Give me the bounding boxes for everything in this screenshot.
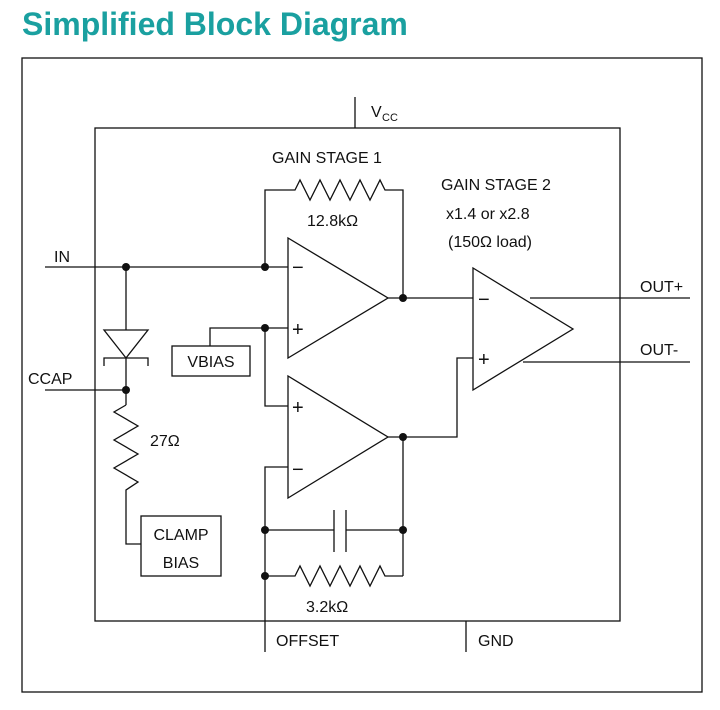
- diagram-title: Simplified Block Diagram: [22, 6, 408, 42]
- op-amp-2-minus: −: [478, 289, 490, 311]
- op-amp-3-plus: +: [292, 397, 304, 419]
- feedback-resistor-12k8: [264, 178, 404, 298]
- out-plus-label: OUT+: [640, 279, 683, 296]
- op-amp-2: [472, 266, 575, 392]
- resistor-left-junction: [261, 572, 269, 580]
- zener-diode: [102, 329, 150, 360]
- gain-value-label: x1.4 or x2.8: [446, 206, 530, 223]
- vbias-label: VBIAS: [187, 354, 234, 371]
- gain-load-label: (150Ω load): [448, 234, 532, 251]
- gain-stage-2-label: GAIN STAGE 2: [441, 177, 551, 194]
- in-label: IN: [54, 249, 70, 266]
- op-amp-2-plus: +: [478, 349, 490, 371]
- clamp-bias-line2: BIAS: [163, 555, 199, 572]
- gnd-label: GND: [478, 633, 514, 650]
- gain-stage-1-label: GAIN STAGE 1: [272, 150, 382, 167]
- op-amp-1-minus: −: [292, 257, 304, 279]
- op-amp-1-plus: +: [292, 319, 304, 341]
- op-amp-3-output: [388, 357, 473, 438]
- resistor-3k2: [265, 564, 403, 588]
- ccap-label: CCAP: [28, 371, 72, 388]
- offset-wire: [264, 466, 288, 652]
- ccap-junction: [122, 386, 130, 394]
- vbias-block: [171, 345, 251, 377]
- offset-label: OFFSET: [276, 633, 339, 650]
- resistor-12k8-label: 12.8kΩ: [307, 213, 358, 230]
- clamp-bias-line1: CLAMP: [153, 527, 208, 544]
- op-amp-3: [287, 374, 390, 500]
- vcc-label: V: [371, 104, 382, 121]
- op-amp-3-minus: −: [292, 459, 304, 481]
- inverting-junction: [261, 263, 269, 271]
- resistor-27-label: 27Ω: [150, 433, 180, 450]
- resistor-27-ohm: [112, 404, 141, 545]
- vcc-subscript: CC: [382, 112, 398, 124]
- clamp-bias-block: [140, 515, 222, 577]
- capacitor-left-junction: [261, 526, 269, 534]
- resistor-3k2-label: 3.2kΩ: [306, 599, 348, 616]
- out-minus-label: OUT-: [640, 342, 678, 359]
- op-amp-1: [287, 236, 390, 360]
- op-amp-1-output-junction: [399, 294, 407, 302]
- capacitor-right-junction: [399, 526, 407, 534]
- bias-to-op-amp-3: [264, 328, 288, 407]
